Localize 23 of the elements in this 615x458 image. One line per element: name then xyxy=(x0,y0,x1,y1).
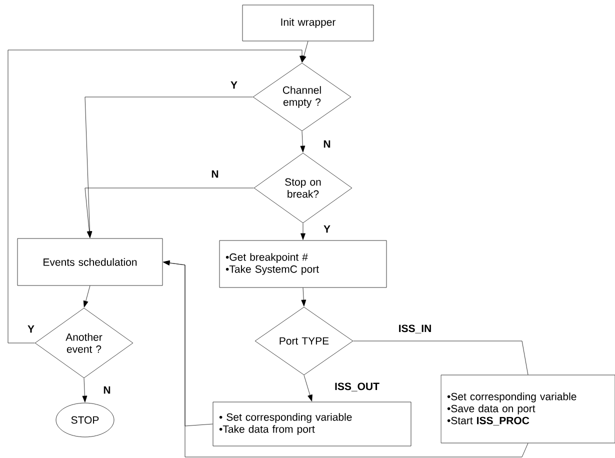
edge-label: N xyxy=(322,139,332,149)
edge-label: ISS_OUT xyxy=(334,382,380,392)
arrow xyxy=(83,286,90,308)
process-box: •Get breakpoint # •Take SystemC port xyxy=(219,240,387,288)
process-box: Events schedulation xyxy=(17,238,163,286)
arrow xyxy=(8,50,304,344)
arrow xyxy=(300,131,306,152)
edge-label: ISS_IN xyxy=(397,324,433,334)
process-box: •Set corresponding variable •Save data on port •Start ISS_PROC xyxy=(440,374,615,444)
arrow xyxy=(82,378,88,402)
arrow xyxy=(84,96,253,238)
edge-label: Y xyxy=(26,324,36,334)
process-box: Init wrapper xyxy=(242,4,374,42)
arrow xyxy=(163,260,528,458)
arrow xyxy=(304,375,312,402)
arrow xyxy=(84,188,254,238)
arrow xyxy=(300,223,306,240)
edge-label: N xyxy=(210,169,220,179)
edge-label: Y xyxy=(230,80,238,90)
arrow xyxy=(301,288,306,306)
process-box: • Set corresponding variable •Take data from port xyxy=(212,402,412,446)
edge-label: N xyxy=(102,385,112,395)
edge-label: Y xyxy=(322,224,332,234)
